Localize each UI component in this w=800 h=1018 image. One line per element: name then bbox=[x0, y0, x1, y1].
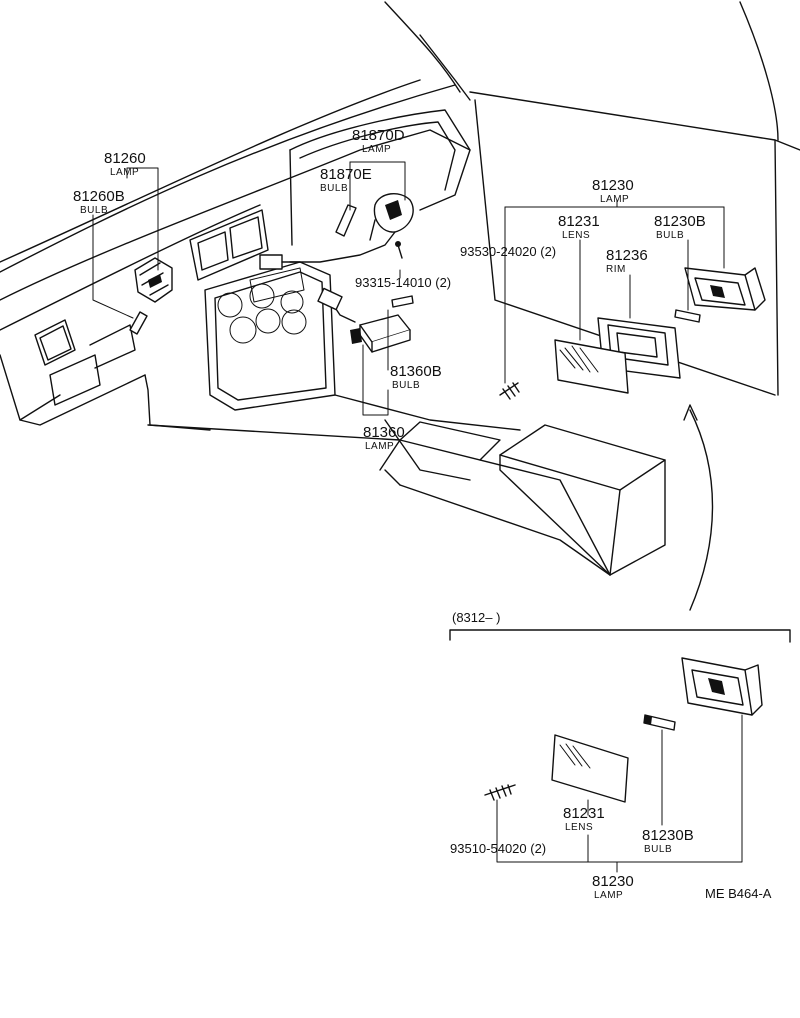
diagram-reference-code: ME B464-A bbox=[705, 886, 772, 901]
label-93510-num: 93510-54020 (2) bbox=[450, 841, 546, 856]
label-8312-range: (8312– ) bbox=[452, 610, 500, 625]
label-81870D-desc: LAMP bbox=[362, 144, 391, 155]
arrow-line bbox=[689, 409, 714, 611]
label-81230B-bot-desc: BULB bbox=[644, 844, 672, 855]
label-81870E-desc: BULB bbox=[320, 183, 348, 194]
label-81236-num: 81236 bbox=[606, 247, 648, 264]
lamp-81870D-part bbox=[259, 193, 414, 270]
lamp-81230-housing-bottom bbox=[681, 657, 763, 716]
label-81230-bot-num: 81230 bbox=[592, 873, 634, 890]
label-81230B-bot-num: 81230B bbox=[642, 827, 694, 844]
screw-93510-part bbox=[484, 784, 516, 801]
label-81260B-num: 81260B bbox=[73, 188, 125, 205]
label-81870E-num: 81870E bbox=[320, 166, 372, 183]
lens-81231-part-top bbox=[554, 339, 629, 394]
label-81260B-desc: BULB bbox=[80, 205, 108, 216]
label-81231-bot-num: 81231 bbox=[563, 805, 605, 822]
label-81870D-num: 81870D bbox=[352, 127, 405, 144]
label-81236-desc: RIM bbox=[606, 264, 626, 275]
label-81230B-top-num: 81230B bbox=[654, 213, 706, 230]
label-81260-num: 81260 bbox=[104, 150, 146, 167]
lamp-81360-part bbox=[317, 287, 411, 353]
label-93530-num: 93530-24020 (2) bbox=[460, 244, 556, 259]
lens-81231-part-bottom bbox=[551, 734, 629, 803]
label-81360B-num: 81360B bbox=[390, 363, 442, 380]
bulb-81360B-part bbox=[391, 295, 414, 308]
label-81231-top-num: 81231 bbox=[558, 213, 600, 230]
bulb-81230B-part-top bbox=[674, 309, 701, 323]
bulb-81260B-part bbox=[129, 311, 148, 335]
label-81360-num: 81360 bbox=[363, 424, 405, 441]
label-81230-bot-desc: LAMP bbox=[594, 890, 623, 901]
label-81231-top-desc: LENS bbox=[562, 230, 590, 241]
vehicle-interior-drawing bbox=[0, 1, 800, 576]
screw-93315-part bbox=[395, 241, 403, 259]
bulb-81870E-part bbox=[335, 204, 357, 237]
lamp-81230-housing-top bbox=[684, 267, 766, 311]
label-93315-num: 93315-14010 (2) bbox=[355, 275, 451, 290]
label-81360B-desc: BULB bbox=[392, 380, 420, 391]
label-81230-top-num: 81230 bbox=[592, 177, 634, 194]
label-81231-bot-desc: LENS bbox=[565, 822, 593, 833]
bulb-81230B-part-bottom bbox=[643, 714, 676, 731]
label-81260-desc: LAMP bbox=[110, 167, 139, 178]
leader-lines bbox=[92, 161, 743, 873]
screw-93530-part bbox=[499, 382, 520, 400]
label-81360-desc: LAMP bbox=[365, 441, 394, 452]
label-81230B-top-desc: BULB bbox=[656, 230, 684, 241]
inset-bracket bbox=[449, 629, 791, 643]
lamp-81260-part bbox=[134, 257, 173, 303]
label-81230-top-desc: LAMP bbox=[600, 194, 629, 205]
arrow-head bbox=[683, 404, 698, 421]
